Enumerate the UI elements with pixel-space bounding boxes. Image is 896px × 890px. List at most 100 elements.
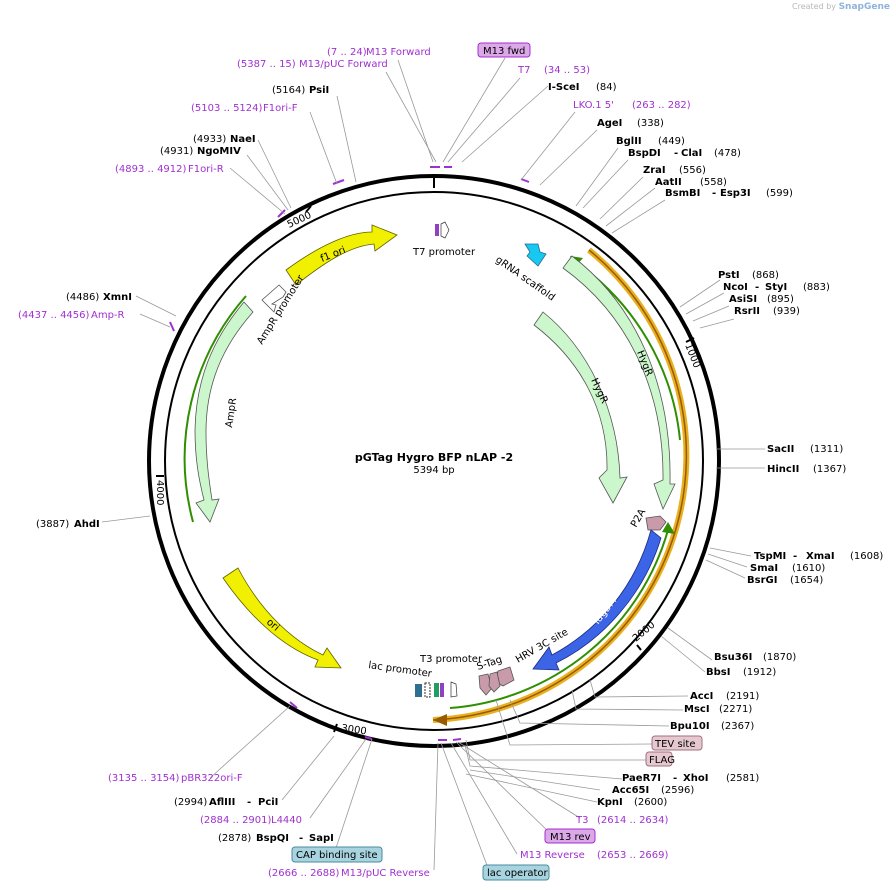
feature-tagbfp: [532, 529, 662, 671]
site-zrai-name: ZraI: [643, 165, 666, 176]
site-sacii-pos: (1311): [810, 444, 843, 455]
site-m13rev-box-label: M13 rev: [550, 832, 591, 843]
site-msci-name: MscI: [684, 704, 710, 715]
site-xmni-pos: (4486): [66, 292, 99, 303]
site-m13fwd-box-label: M13 fwd: [483, 46, 525, 57]
site-afliii-pos: (2994): [174, 797, 207, 808]
site-sapi-name: SapI: [309, 833, 334, 844]
site-rsrii-pos: (939): [773, 306, 800, 317]
site-m13pucrev-pos: (2666 .. 2688): [268, 868, 340, 879]
credit-prefix: Created by: [792, 2, 837, 11]
site-l4440-pos: (2884 .. 2901): [200, 815, 272, 826]
site-kpni-name: KpnI: [597, 797, 623, 808]
site-m13rev-pos: (2653 .. 2669): [597, 850, 669, 861]
feature-ori: [222, 567, 342, 669]
site-lacop-box: [482, 864, 550, 881]
feature-t7-promoter-label: T7 promoter: [412, 247, 476, 258]
site-labels-left: (3887) AhdI (4437 .. 4456) Amp-R (4486) …: [18, 85, 329, 530]
feature-ampr-label: AmpR: [224, 397, 239, 428]
site-sacii-name: SacII: [767, 444, 794, 455]
site-psii-pos: (5164): [272, 85, 305, 96]
site-t3-name: T3: [575, 815, 588, 826]
site-m13fwd-pos: (7 .. 24): [327, 47, 367, 58]
site-bbsi-name: BbsI: [706, 667, 730, 678]
site-bsmbi-pos: (599): [766, 188, 793, 199]
site-bsrgi-name: BsrGI: [747, 575, 777, 586]
site-m13fwd-name: M13 Forward: [366, 47, 431, 58]
site-bsmbi-dash: -: [712, 188, 716, 199]
site-scei-pos: (84): [596, 82, 617, 93]
site-asisi-pos: (895): [767, 294, 794, 305]
site-xhoi-name: XhoI: [683, 773, 708, 784]
site-paer7i-name: PaeR7I: [622, 773, 661, 784]
site-ngomiv-pos: (4931): [160, 146, 193, 157]
green-arc-2: [449, 529, 669, 709]
site-afliii-name: AflIII: [209, 797, 235, 808]
site-acc65i-name: Acc65I: [612, 785, 649, 796]
site-bspqi-name: BspQI: [256, 833, 289, 844]
site-bbsi-pos: (1912): [743, 667, 776, 678]
site-labels-bottom-left: (2666 .. 2688) M13/pUC Reverse CAP bindi…: [108, 773, 430, 879]
site-scei-name: I-SceI: [548, 82, 580, 93]
site-hincii-pos: (1367): [813, 464, 846, 475]
site-bglii-pos: (449): [658, 136, 685, 147]
site-ampr-pos: (4437 .. 4456): [18, 310, 90, 321]
site-psii-name: PsiI: [309, 85, 329, 96]
green-arc-2-head: [662, 522, 675, 534]
feature-hygr-inner: [533, 311, 628, 504]
site-labels-bottom-right: AccI (2191) MscI (2271) Bpu10I (2367) TE…: [482, 691, 759, 881]
feature-t3-promoter: [450, 681, 458, 698]
site-bglii-name: BglII: [616, 136, 642, 147]
site-ncoi-pos: (883): [803, 282, 830, 293]
feature-p2a-label: P2A: [629, 507, 648, 529]
lac-promoter-mark: [424, 682, 431, 698]
site-bspqi-pos: (2878): [218, 833, 251, 844]
feature-hygr-outer-label: HygR: [634, 349, 654, 378]
site-flag-box: [645, 751, 673, 767]
site-cap-name: CAP binding site: [296, 850, 378, 861]
cap-site-mark: [415, 684, 422, 697]
site-pbr322-name: pBR322ori-F: [181, 773, 243, 784]
site-tspmi-dash: -: [793, 551, 797, 562]
feature-grna-scaffold: [524, 243, 547, 267]
site-paer7i-pos: (2581): [726, 773, 759, 784]
site-agei-pos: (338): [637, 118, 664, 129]
site-m13puc-pos: (5387 .. 15): [237, 59, 296, 70]
site-bsu36i-name: Bsu36I: [714, 652, 752, 663]
site-tspmi-pos: (1608): [850, 551, 883, 562]
site-zrai-pos: (556): [679, 165, 706, 176]
site-xmni-name: XmnI: [103, 292, 132, 303]
site-ahdi-pos: (3887): [36, 519, 69, 530]
site-acci-pos: (2191): [726, 691, 759, 702]
site-tspmi-name: TspMI: [754, 551, 786, 562]
site-pbr322-pos: (3135 .. 3154): [108, 773, 180, 784]
site-m13pucrev-name: M13/pUC Reverse: [341, 868, 430, 879]
site-l4440-name: L4440: [271, 815, 302, 826]
site-labels-top: (7 .. 24) M13 Forward (5387 .. 15) M13/p…: [237, 42, 793, 199]
site-bspqi-dash: -: [299, 833, 303, 844]
site-labels-right: PstI (868) NcoI - StyI (883) AsiSI (895)…: [706, 270, 883, 678]
snapgene-credit: Created by SnapGene: [792, 2, 890, 12]
site-ngomiv-name: NgoMIV: [197, 146, 241, 157]
backbone-inner: [164, 191, 704, 731]
site-asisi-name: AsiSI: [729, 294, 757, 305]
backbone-outer: [147, 174, 721, 748]
site-psti-name: PstI: [718, 270, 740, 281]
site-bsu36i-pos: (1870): [763, 652, 796, 663]
site-ampr-name: Amp-R: [91, 310, 125, 321]
site-naei-pos: (4933): [193, 134, 226, 145]
site-m13fwd-box: [477, 42, 531, 58]
site-flag-name: FLAG: [649, 755, 675, 766]
site-m13puc-name: M13/pUC Forward: [299, 59, 388, 70]
site-styi-name: StyI: [765, 282, 787, 293]
plasmid-size: 5394 bp: [413, 465, 454, 476]
lac-operator-mark: [434, 683, 439, 697]
site-acc65i-pos: (2596): [661, 785, 694, 796]
site-kpni-pos: (2600): [634, 797, 667, 808]
primer-bars: [169, 166, 530, 741]
site-esp3i-name: Esp3I: [720, 188, 751, 199]
feature-s-tag-1: [478, 673, 493, 696]
green-arc-3: [183, 295, 247, 523]
site-msci-pos: (2271): [719, 704, 752, 715]
